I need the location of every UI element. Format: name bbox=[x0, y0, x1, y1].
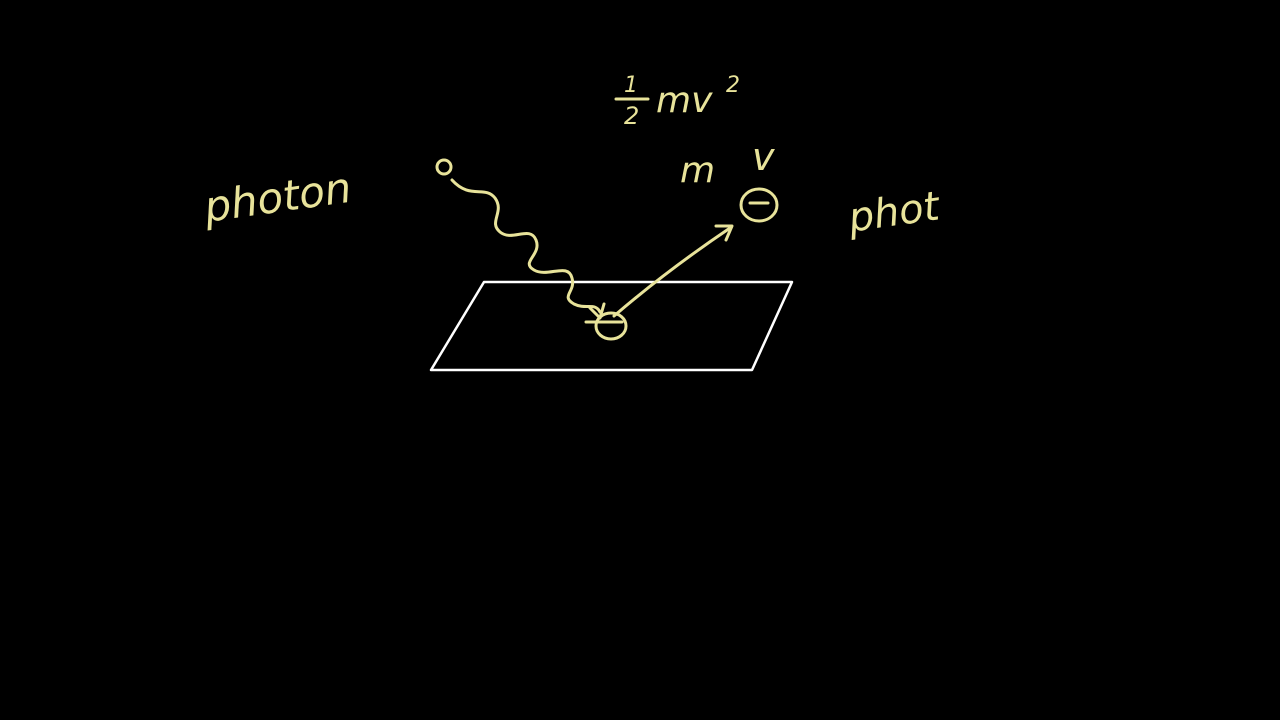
ejected-electron-arrowhead bbox=[714, 224, 734, 242]
electron-in-plate bbox=[594, 311, 628, 341]
ke-fraction-denominator: 2 bbox=[624, 102, 639, 130]
ke-fraction-numerator: 1 bbox=[624, 73, 638, 98]
ejected-electron-path bbox=[612, 226, 732, 318]
metal-plate bbox=[429, 280, 794, 372]
photon-dot bbox=[435, 158, 453, 176]
mass-label: m bbox=[680, 150, 715, 191]
ke-exponent: 2 bbox=[726, 73, 740, 98]
velocity-label: v bbox=[752, 135, 775, 179]
ke-body: mv bbox=[656, 80, 713, 121]
photon-label-left: photon bbox=[200, 163, 354, 232]
ejected-electron bbox=[739, 187, 779, 223]
photon-label-right: phot bbox=[845, 183, 944, 242]
photon-wave-path bbox=[450, 178, 602, 314]
